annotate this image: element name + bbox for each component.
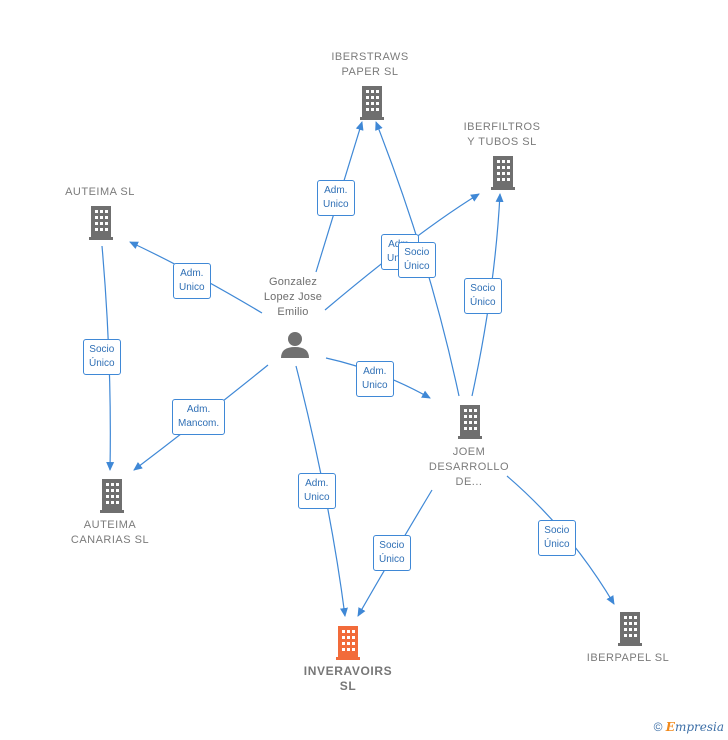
edge-label-adm-unico-iberstraws: Adm.Unico [317, 180, 355, 216]
edge-label-adm-mancom: Adm.Mancom. [172, 399, 226, 435]
edge-label-adm-unico-auteima: Adm.Unico [173, 263, 211, 299]
node-person-label[interactable]: Gonzalez Lopez Jose Emilio [263, 276, 323, 318]
edge-label-adm-unico-joem: Adm.Unico [356, 361, 394, 397]
node-auteima-label[interactable]: AUTEIMA SL [65, 186, 135, 198]
node-auteima-canarias-label[interactable]: AUTEIMA CANARIAS SL [70, 519, 150, 546]
brand-logo: Empresia [665, 720, 724, 734]
edge-label-adm-unico-inveravoirs: Adm.Unico [298, 473, 336, 509]
footer-brand: © Empresia [654, 720, 724, 734]
node-inveravoirs-label[interactable]: INVERAVOIRS SL [303, 664, 393, 693]
copyright-icon: © [653, 720, 663, 734]
node-iberfiltros-label[interactable]: IBERFILTROS Y TUBOS SL [463, 121, 541, 148]
node-iberpapel-label[interactable]: IBERPAPEL SL [586, 652, 670, 664]
person-icon [281, 332, 309, 358]
node-iberstraws-label[interactable]: IBERSTRAWS PAPER SL [331, 51, 409, 78]
node-joem-label[interactable]: JOEM DESARROLLO DE... [428, 446, 510, 488]
